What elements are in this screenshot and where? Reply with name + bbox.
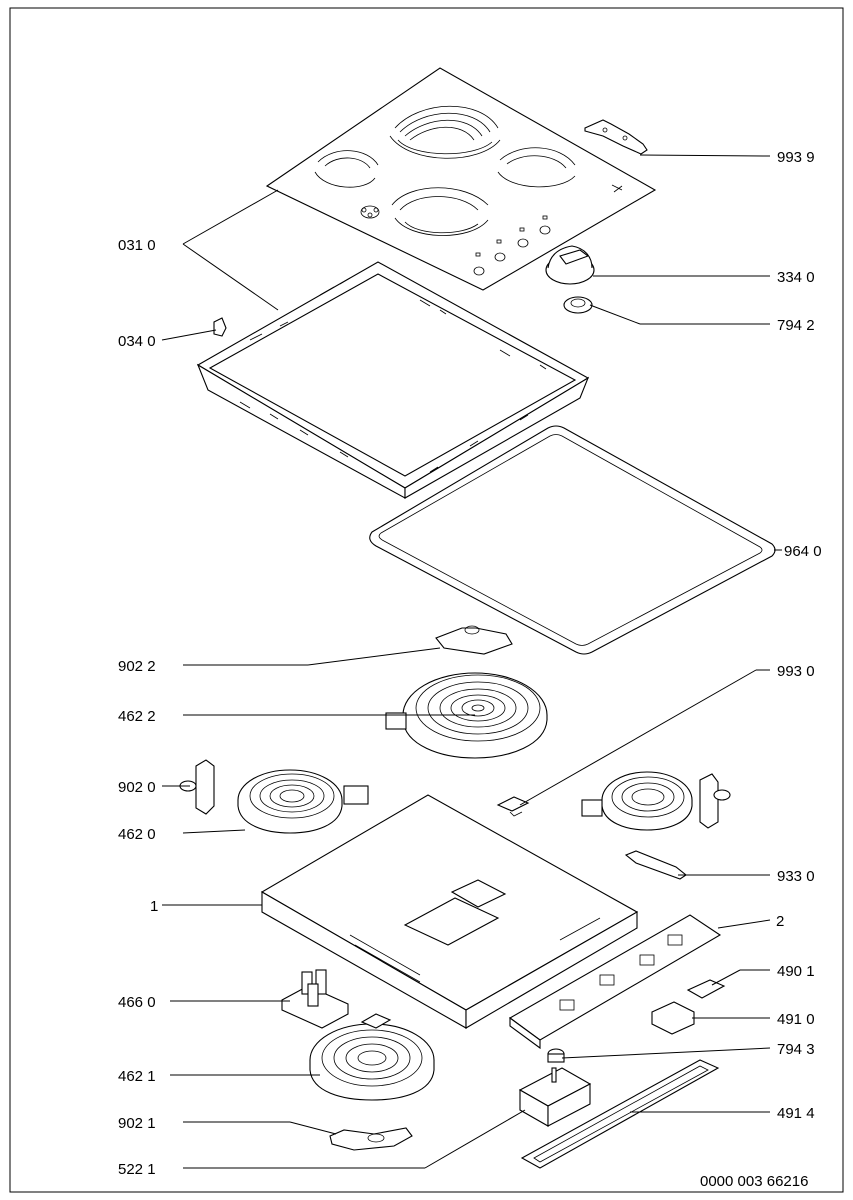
label-034-0: 034 0 bbox=[118, 333, 156, 350]
label-794-3: 794 3 bbox=[777, 1041, 815, 1058]
label-933-0: 933 0 bbox=[777, 868, 815, 885]
label-490-1: 490 1 bbox=[777, 963, 815, 980]
part-490-1 bbox=[686, 979, 726, 999]
bracket-902-2 bbox=[435, 625, 513, 655]
bracket-993-9 bbox=[584, 119, 648, 155]
drawing-number: 0000 003 66216 bbox=[700, 1173, 808, 1190]
clip-993-0 bbox=[496, 796, 530, 817]
leader-lines bbox=[161, 154, 782, 1169]
label-334-0: 334 0 bbox=[777, 269, 815, 286]
radiant-heater-right bbox=[581, 771, 731, 831]
seal-ring-794-2 bbox=[563, 296, 593, 314]
label-902-0: 902 0 bbox=[118, 779, 156, 796]
part-794-3 bbox=[547, 1048, 565, 1063]
frame bbox=[196, 261, 590, 499]
label-031-0: 031 0 bbox=[118, 237, 156, 254]
label-522-1: 522 1 bbox=[118, 1161, 156, 1178]
label-964-0: 964 0 bbox=[784, 543, 822, 560]
label-466-0: 466 0 bbox=[118, 994, 156, 1011]
label-794-2: 794 2 bbox=[777, 317, 815, 334]
bracket-902-0 bbox=[179, 759, 215, 815]
part-933-0 bbox=[624, 850, 687, 880]
part-466-0 bbox=[281, 969, 349, 1029]
control-bar bbox=[508, 914, 722, 1050]
radiant-heater-462-1 bbox=[309, 1013, 435, 1101]
label-491-0: 491 0 bbox=[777, 1011, 815, 1028]
clip-034-0 bbox=[213, 317, 227, 337]
page-border bbox=[9, 7, 844, 1193]
label-902-2: 902 2 bbox=[118, 658, 156, 675]
part-491-0 bbox=[651, 1001, 695, 1035]
glass-ceramic-top bbox=[265, 67, 657, 291]
label-993-0: 993 0 bbox=[777, 663, 815, 680]
label-2: 2 bbox=[776, 913, 784, 930]
label-1: 1 bbox=[150, 898, 158, 915]
energy-regulator-522-1 bbox=[518, 1067, 592, 1127]
label-993-9: 993 9 bbox=[777, 149, 815, 166]
seal-964-0 bbox=[369, 425, 776, 655]
radiant-heater-462-0 bbox=[237, 769, 369, 834]
label-462-2: 462 2 bbox=[118, 708, 156, 725]
label-902-1: 902 1 bbox=[118, 1115, 156, 1132]
strip-491-4 bbox=[520, 1059, 720, 1169]
label-491-4: 491 4 bbox=[777, 1105, 815, 1122]
label-462-1: 462 1 bbox=[118, 1068, 156, 1085]
knob-334-0 bbox=[545, 245, 595, 285]
bracket-902-1 bbox=[329, 1127, 413, 1151]
label-462-0: 462 0 bbox=[118, 826, 156, 843]
part-labels: 993 9 031 0 334 0 034 0 794 2 964 0 902 … bbox=[118, 149, 822, 1190]
